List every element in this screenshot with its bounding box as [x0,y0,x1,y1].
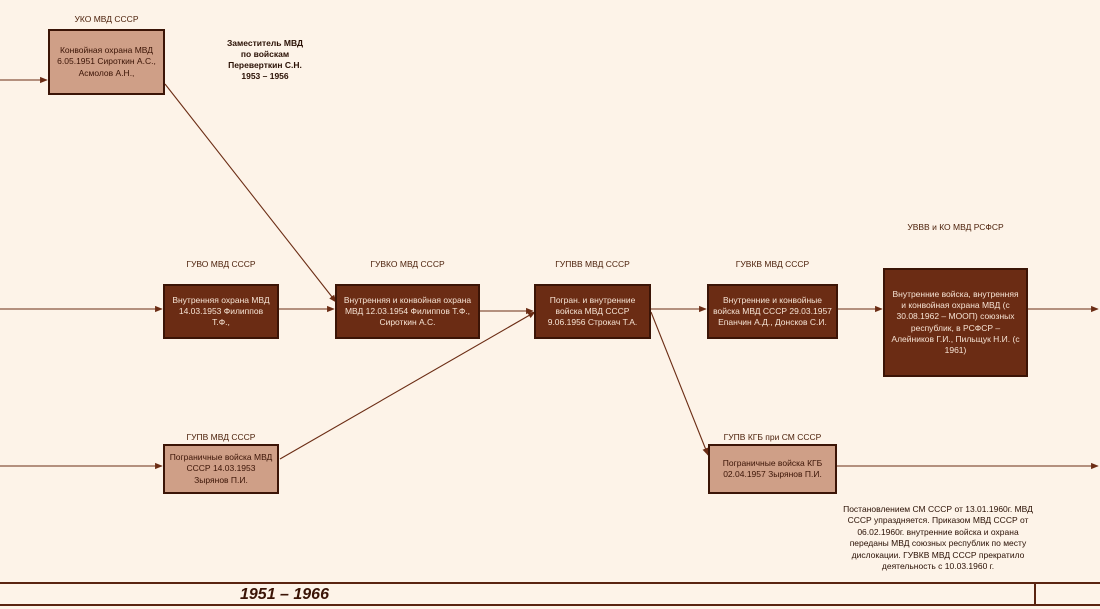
header-uvvv: УВВВ и КО МВД РСФСР [907,222,1004,232]
node-guvkv-text: Внутренние и конвойные войска МВД СССР 2… [713,294,832,328]
node-guvo: Внутренняя охрана МВД 14.03.1953 Филиппо… [163,284,279,339]
deputy-line2: по войскам [240,49,290,60]
header-gupv-mvd: ГУПВ МВД СССР [186,432,256,442]
node-gupv-mvd-text: Пограничные войска МВД СССР 14.03.1953 З… [169,452,273,485]
deputy-caption: Заместитель МВД по войскам Переверткин С… [205,38,325,82]
header-uko: УКО МВД СССР [74,14,139,24]
node-guvko: Внутренняя и конвойная охрана МВД 12.03.… [335,284,480,339]
node-gupvv: Погран. и внутренние войска МВД СССР 9.0… [534,284,651,339]
node-gupv-kgb: Пограничные войска КГБ 02.04.1957 Зыряно… [708,444,837,494]
node-guvko-text: Внутренняя и конвойная охрана МВД 12.03.… [343,294,472,328]
arrow-gupv-mvd-to-gupvv [279,311,536,460]
deputy-name: Переверткин С.Н. [228,60,302,71]
timeline-footer: 1951 – 1966 [0,582,1100,606]
node-uko: Конвойная охрана МВД 6.05.1951 Сироткин … [48,29,165,95]
node-guvkv: Внутренние и конвойные войска МВД СССР 2… [707,284,838,339]
abolition-note: Постановлением СМ СССР от 13.01.1960г. М… [843,504,1033,572]
deputy-title: Заместитель МВД [226,38,304,48]
header-gupv-kgb: ГУПВ КГБ при СМ СССР [723,432,822,442]
node-uvvv-text: Внутренние войска, внутренняя и конвойна… [891,289,1020,355]
deputy-years: 1953 – 1956 [241,71,289,82]
node-uko-text: Конвойная охрана МВД 6.05.1951 Сироткин … [57,45,156,78]
arrow-uko-to-guvko [164,83,337,303]
node-gupv-mvd: Пограничные войска МВД СССР 14.03.1953 З… [163,444,279,494]
footer-divider [1034,584,1036,604]
arrow-gupvv-to-gupv-kgb [650,311,709,456]
node-uvvv: Внутренние войска, внутренняя и конвойна… [883,268,1028,377]
period-label: 1951 – 1966 [240,586,329,603]
header-guvko: ГУВКО МВД СССР [370,259,445,269]
node-gupv-kgb-text: Пограничные войска КГБ 02.04.1957 Зыряно… [722,457,823,479]
header-gupvv: ГУПВВ МВД СССР [555,259,630,269]
header-guvkv: ГУВКВ МВД СССР [735,259,810,269]
node-guvo-text: Внутренняя охрана МВД 14.03.1953 Филиппо… [172,294,270,328]
node-gupvv-text: Погран. и внутренние войска МВД СССР 9.0… [547,294,638,328]
header-guvo: ГУВО МВД СССР [186,259,256,269]
